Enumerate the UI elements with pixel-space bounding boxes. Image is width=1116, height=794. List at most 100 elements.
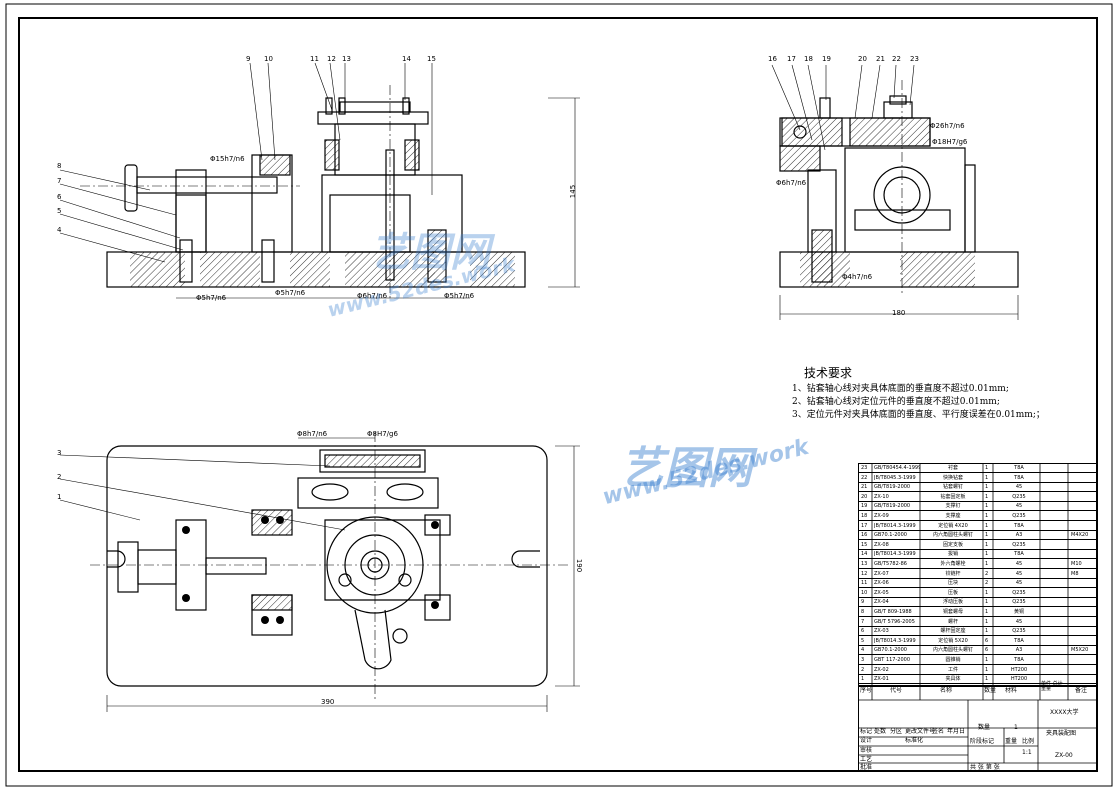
bom-cell-no: 1: [861, 676, 865, 683]
bom-cell-no: 11: [861, 580, 868, 587]
title-block-grid: [858, 699, 1098, 771]
bom-cell-mat: Q235: [1012, 628, 1026, 635]
top-view: [59, 432, 580, 712]
dim-height: 145: [569, 184, 578, 199]
bom-cell-note: M10: [1071, 561, 1082, 567]
bom-cell-code: JB/T8045.3-1999: [874, 474, 916, 481]
tech-item: 2、钻套轴心线对定位元件的垂直度不超过0.01mm;: [792, 397, 1000, 407]
bom-header-qty: 数量: [984, 687, 997, 694]
bom-cell-code: GB/T80454.4-1999: [874, 465, 920, 471]
bom-cell-qty: 6: [985, 647, 989, 654]
dim-fit: Φ5h7/n6: [275, 289, 306, 297]
bom-cell-no: 2: [861, 666, 865, 673]
bom-cell-mat: T8A: [1014, 637, 1024, 644]
part-no-8: 8: [57, 162, 62, 170]
bom-cell-note: M8: [1071, 570, 1079, 577]
dim-fit: Φ8h7/n6: [297, 430, 328, 438]
bom-cell-qty: 1: [985, 599, 989, 606]
bom-cell-code: ZX-09: [874, 513, 889, 519]
bom-cell-no: 13: [861, 561, 868, 567]
weight-label: 重量: [1005, 738, 1018, 745]
drawing-code: ZX-00: [1055, 752, 1073, 759]
tb-row-label: 签名: [932, 728, 945, 735]
bom-cell-name: 压板: [947, 589, 958, 596]
bom-cell-name: 定位销 4X20: [938, 522, 968, 529]
tb-row-label: 设计: [860, 737, 873, 744]
bom-cell-qty: 1: [985, 493, 989, 500]
scale-label: 比例: [1022, 738, 1035, 745]
bom-cell-name: 支撑钉: [945, 503, 961, 510]
part-no-3: 3: [57, 449, 62, 457]
bom-cell-mat: A3: [1015, 647, 1023, 654]
bom-cell-mat: T8A: [1014, 522, 1024, 529]
bom-cell-name: 衬套: [947, 465, 958, 471]
part-no-9: 9: [246, 55, 251, 63]
part-no-4: 4: [57, 226, 62, 234]
sheet-text: 共 张 第 张: [970, 764, 1000, 771]
bom-cell-no: 4: [861, 647, 865, 654]
bom-cell-code: JB/T8014.3-1999: [874, 522, 916, 529]
bom-cell-mat: 45: [1015, 580, 1023, 587]
bom-cell-note: M5X20: [1071, 647, 1089, 654]
part-no-2: 2: [57, 473, 62, 481]
bom-cell-qty: 1: [985, 561, 989, 567]
part-no-14: 14: [402, 55, 411, 63]
dim-width: 390: [321, 698, 335, 706]
bom-cell-qty: 1: [985, 589, 989, 596]
bom-cell-qty: 1: [985, 551, 989, 558]
bom-cell-no: 23: [861, 465, 868, 471]
bom-cell-mat: 45: [1015, 618, 1023, 625]
bom-cell-name: 外六角螺栓: [940, 561, 966, 567]
bom-cell-qty: 6: [985, 637, 989, 644]
tech-title: 技术要求: [804, 366, 853, 380]
bom-cell-qty: 1: [985, 532, 989, 539]
school-name: XXXX大学: [1050, 709, 1079, 716]
outer-border: [5, 3, 1113, 787]
part-no-16: 16: [768, 55, 777, 63]
top-base: [106, 445, 548, 687]
bom-cell-code: GB/T 5796-2005: [874, 618, 915, 625]
part-no-1: 1: [57, 493, 62, 501]
dim-width: 180: [892, 309, 906, 317]
part-no-17: 17: [787, 55, 796, 63]
scale-value: 1:1: [1022, 749, 1032, 756]
bom-cell-qty: 1: [985, 666, 989, 673]
watermark-logo: 艺图网: [370, 230, 490, 276]
bom-cell-name: 固定支板: [942, 541, 963, 548]
part-no-7: 7: [57, 177, 62, 185]
bom-cell-qty: 1: [985, 513, 989, 519]
bom-cell-qty: 1: [985, 474, 989, 481]
bom-cell-qty: 1: [985, 541, 989, 548]
bom-cell-code: ZX-06: [874, 580, 889, 587]
bom-cell-no: 9: [861, 599, 865, 606]
dim-fit: Φ4h7/n6: [842, 273, 873, 281]
part-no-15: 15: [427, 55, 436, 63]
bom-cell-name: 定位销 5X20: [938, 637, 968, 644]
tb-row-label: 年月日: [947, 728, 966, 735]
bom-cell-name: 铰链杆: [945, 570, 961, 577]
dim-fit: Φ26h7/n6: [930, 122, 965, 130]
bom-cell-qty: 2: [985, 570, 989, 577]
bom-cell-no: 5: [861, 637, 865, 644]
bom-cell-qty: 1: [985, 618, 989, 625]
bom-grid: [871, 463, 1069, 700]
bom-cell-name: 钻套固定板: [940, 493, 966, 500]
bom-header-note: 备注: [1075, 687, 1088, 694]
qty-label: 数量: [978, 724, 991, 731]
bom-cell-name: 浮动压板: [942, 599, 963, 606]
bom-cell-no: 3: [861, 657, 865, 663]
bom-cell-no: 6: [861, 628, 865, 635]
bom-cell-no: 18: [861, 513, 868, 519]
